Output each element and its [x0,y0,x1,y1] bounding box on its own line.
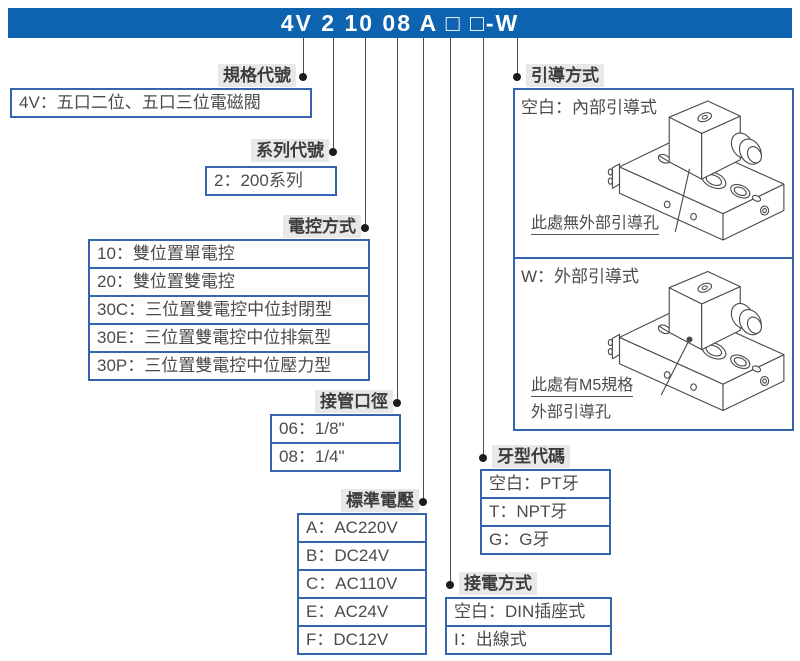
leader-line-pilot [517,38,518,74]
bullet-dot-control [361,224,369,232]
voltage-row: F：DC12V [299,625,425,653]
label-thread-code: 牙型代碼 [492,445,570,468]
bullet-dot-spec [299,73,307,81]
voltage-box: A：AC220V B：DC24V C：AC110V E：AC24V F：DC12… [297,513,427,655]
wiring-row: I：出線式 [447,625,610,653]
wiring-row: 空白：DIN插座式 [454,602,586,621]
thread-row: 空白：PT牙 [489,474,579,493]
bullet-dot-port [393,399,401,407]
label-port-size: 接管口徑 [315,390,393,413]
label-series-code: 系列代號 [251,139,329,162]
spec-code-box: 4V：五口二位、五口三位電磁閥 [10,88,312,118]
pilot-internal-note: 此處無外部引導孔 [531,209,660,235]
control-row: 20：雙位置雙電控 [90,267,368,295]
bullet-dot-thread [479,454,487,462]
thread-code-box: 空白：PT牙 T：NPT牙 G：G牙 [480,469,611,555]
pilot-external-note-line2: 外部引導孔 [531,404,612,421]
port-row: 06：1/8" [279,419,345,438]
port-row: 08：1/4" [272,442,399,470]
pilot-external-note-line1: 此處有M5規格 [531,371,634,397]
bullet-dot-series [329,148,337,156]
series-code-box: 2：200系列 [205,166,337,196]
series-row: 2：200系列 [214,171,303,190]
pilot-internal-caption: 空白：內部引導式 [521,98,657,117]
control-row: 30C：三位置雙電控中位封閉型 [90,295,368,323]
valve-illustration-external [607,270,785,412]
voltage-row: C：AC110V [299,569,425,597]
leader-line-voltage [423,38,424,499]
pilot-external-box: W：外部引導式 此處有M5規格 外部引導孔 [513,257,794,431]
control-row: 30E：三位置雙電控中位排氣型 [90,323,368,351]
control-row: 30P：三位置雙電控中位壓力型 [90,351,368,379]
pilot-external-caption: W：外部引導式 [521,267,640,286]
thread-row: G：G牙 [482,525,609,553]
label-voltage: 標準電壓 [341,489,419,512]
leader-line-wiring [450,38,451,582]
spec-row: 4V：五口二位、五口三位電磁閥 [19,93,261,112]
voltage-row: E：AC24V [299,597,425,625]
port-size-box: 06：1/8" 08：1/4" [270,414,401,472]
thread-row: T：NPT牙 [482,497,609,525]
model-code-banner: 4V 2 10 08 A □ □-W [8,8,792,38]
control-type-box: 10：雙位置單電控 20：雙位置雙電控 30C：三位置雙電控中位封閉型 30E：… [88,239,370,381]
leader-line-series [333,38,334,149]
bullet-dot-wiring [446,581,454,589]
bullet-dot-voltage [419,498,427,506]
label-spec-code: 規格代號 [218,64,296,87]
wiring-type-box: 空白：DIN插座式 I：出線式 [445,597,612,655]
leader-line-thread [483,38,484,455]
valve-illustration-internal [607,100,785,241]
voltage-row: B：DC24V [299,541,425,569]
leader-line-spec [303,38,304,74]
label-pilot-type: 引導方式 [526,64,604,87]
bullet-dot-pilot [513,73,521,81]
leader-line-control [365,38,366,225]
pilot-internal-box: 空白：內部引導式 此處無外部引導孔 [513,88,794,259]
leader-line-port [397,38,398,400]
label-control-type: 電控方式 [283,215,361,238]
control-row: 10：雙位置單電控 [97,244,235,263]
voltage-row: A：AC220V [306,518,398,537]
label-wiring-type: 接電方式 [459,572,537,595]
